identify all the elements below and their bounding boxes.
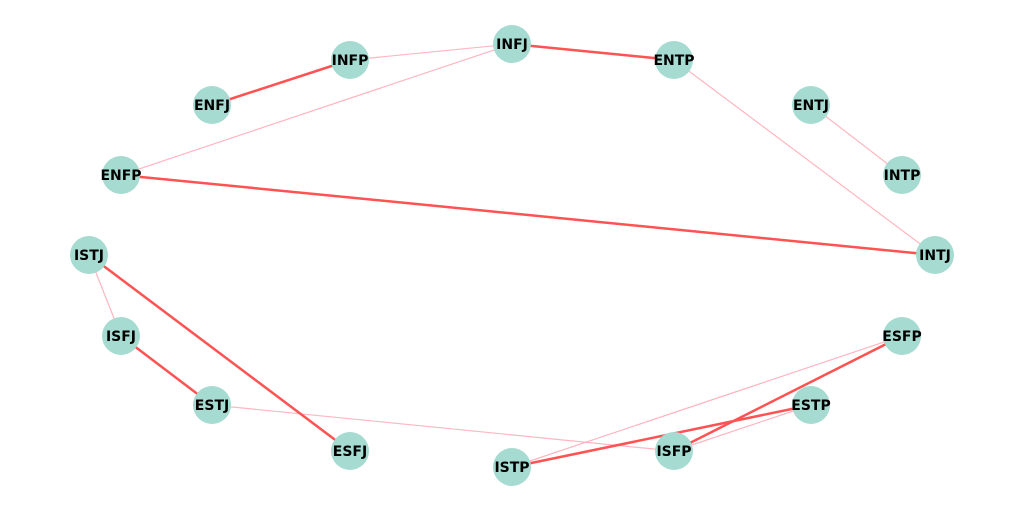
node-circle bbox=[655, 432, 693, 470]
node-label: ESTP bbox=[791, 398, 830, 414]
node-label: ISFJ bbox=[106, 329, 136, 345]
node-label: INTJ bbox=[919, 248, 951, 264]
node-label: ENTP bbox=[653, 53, 694, 69]
node-label: ESTJ bbox=[195, 398, 229, 414]
node-label: ENTJ bbox=[793, 98, 829, 114]
node-circle bbox=[792, 386, 830, 424]
node-istj[interactable]: ISTJ bbox=[70, 236, 108, 274]
node-circle bbox=[331, 432, 369, 470]
node-estp[interactable]: ESTP bbox=[791, 386, 831, 424]
node-circle bbox=[493, 448, 531, 486]
edge-infp-infj bbox=[349, 43, 513, 61]
node-circle bbox=[193, 386, 231, 424]
node-entj[interactable]: ENTJ bbox=[792, 86, 830, 124]
edges-layer bbox=[88, 42, 936, 469]
edge-enfj-infp bbox=[211, 58, 351, 107]
node-estj[interactable]: ESTJ bbox=[193, 386, 231, 424]
node-intp[interactable]: INTP bbox=[883, 156, 921, 194]
node-label: ISTJ bbox=[74, 248, 104, 264]
node-isfp[interactable]: ISFP bbox=[655, 432, 693, 470]
node-istp[interactable]: ISTP bbox=[493, 448, 531, 486]
node-circle bbox=[193, 86, 231, 124]
edge-isfp-esfp bbox=[673, 334, 903, 453]
edge-infj-entp bbox=[511, 42, 675, 62]
node-esfj[interactable]: ESFJ bbox=[331, 432, 369, 470]
node-entp[interactable]: ENTP bbox=[653, 41, 695, 79]
node-circle bbox=[916, 236, 954, 274]
edge-isfj-estj bbox=[120, 335, 213, 406]
node-label: ESFJ bbox=[333, 444, 367, 460]
node-circle bbox=[331, 41, 369, 79]
edge-entj-intp bbox=[810, 104, 903, 176]
node-label: INFP bbox=[332, 53, 369, 69]
node-label: ISTP bbox=[494, 460, 529, 476]
edge-infj-enfp bbox=[120, 43, 513, 176]
node-intj[interactable]: INTJ bbox=[916, 236, 954, 274]
node-enfp[interactable]: ENFP bbox=[100, 156, 142, 194]
edge-isfp-estp bbox=[673, 404, 812, 452]
node-circle bbox=[102, 317, 140, 355]
node-enfj[interactable]: ENFJ bbox=[193, 86, 231, 124]
node-circle bbox=[883, 156, 921, 194]
edge-istp-estp bbox=[511, 403, 812, 469]
node-circle bbox=[493, 25, 531, 63]
edge-estj-isfp bbox=[211, 404, 675, 452]
node-label: INFJ bbox=[496, 37, 528, 53]
node-esfp[interactable]: ESFP bbox=[882, 317, 922, 355]
node-circle bbox=[102, 156, 140, 194]
node-label: ENFP bbox=[100, 168, 141, 184]
node-circle bbox=[655, 41, 693, 79]
node-label: INTP bbox=[884, 168, 921, 184]
node-label: ENFJ bbox=[194, 98, 230, 114]
node-circle bbox=[883, 317, 921, 355]
node-label: ESFP bbox=[882, 329, 921, 345]
node-infp[interactable]: INFP bbox=[331, 41, 369, 79]
nodes-layer: INFJ INFP ENTP ENFJ ENTJ ENFP INTP ISTJ INTJ ISFJ… bbox=[70, 25, 954, 486]
edge-entp-intj bbox=[673, 59, 936, 256]
node-label: ISFP bbox=[656, 444, 691, 460]
edge-istp-esfp bbox=[511, 335, 903, 468]
node-isfj[interactable]: ISFJ bbox=[102, 317, 140, 355]
edge-istj-esfj bbox=[88, 254, 351, 452]
node-circle bbox=[792, 86, 830, 124]
edge-enfp-intj bbox=[120, 173, 936, 257]
node-circle bbox=[70, 236, 108, 274]
node-infj[interactable]: INFJ bbox=[493, 25, 531, 63]
